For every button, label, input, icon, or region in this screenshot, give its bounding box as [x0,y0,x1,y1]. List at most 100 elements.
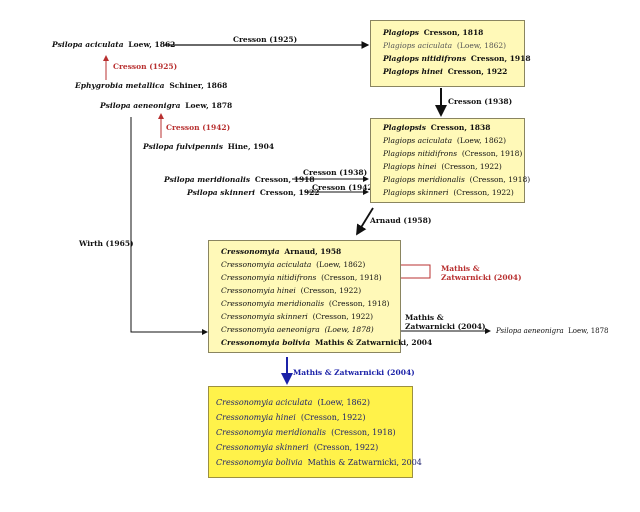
row-author: (Loew, 1862) [317,398,370,407]
label-wirth-1965: Wirth (1965) [79,239,134,248]
taxon-name: Psilopa skinneri [187,188,256,197]
row-name: Plagiops nitidifrons [383,149,458,158]
box-row: Plagiops hinei (Cresson, 1922) [383,162,502,171]
taxon-psilopa-aeneonigra-right: Psilopa aeneonigra Loew, 1878 [496,327,609,335]
row-author: (Cresson, 1918) [461,149,523,158]
row-name: Cressonomyia [221,247,280,256]
box-row: Cressonomyia Arnaud, 1958 [221,247,341,256]
row-name: Plagiops nitidifrons [383,54,467,63]
box-row: Plagiops aciculata (Loew, 1862) [383,136,506,145]
row-name: Plagiops meridionalis [383,175,465,184]
row-author: (Cresson, 1922) [453,188,514,197]
row-name: Cressonomyia skinneri [221,312,308,321]
box-row: Cressonomyia bolivia Mathis & Zatwarnick… [221,338,432,347]
label-cresson-1925: Cresson (1925) [233,35,298,44]
row-author: Cresson, 1922 [447,67,508,76]
box-row: Plagiops nitidifrons (Cresson, 1918) [383,149,522,158]
row-name: Cressonomyia hinei [216,413,296,422]
row-name: Plagiops [383,28,419,37]
taxon-author: Loew, 1878 [568,327,609,335]
taxon-author: Loew, 1878 [185,101,233,110]
taxon-psilopa-skinneri: Psilopa skinneri Cresson, 1922 [187,188,320,197]
box-final-cressonomyia: Cressonomyia aciculata (Loew, 1862) Cres… [208,386,422,478]
box-row: Cressonomyia skinneri (Cresson, 1922) [221,312,373,321]
row-name: Cressonomyia bolivia [216,458,303,467]
row-author: Mathis & Zatwarnicki, 2004 [315,338,433,347]
box-row: Cressonomyia aciculata (Loew, 1862) [221,260,365,269]
row-name: Plagiops aciculata [383,41,453,50]
box-row: Cressonomyia meridionalis (Cresson, 1918… [221,299,389,308]
label-mathis-black-line1: Mathis & [405,313,444,322]
box-row: Cressonomyia hinei (Cresson, 1922) [216,413,365,422]
row-author: (Cresson, 1918) [328,299,390,308]
row-author: (Cresson, 1918) [331,428,396,437]
row-author: (Loew, 1862) [316,260,366,269]
arrow-wirth [130,117,208,335]
taxon-name: Ephygrobia metallica [75,81,165,90]
row-name: Cressonomyia bolivia [221,338,311,347]
row-author: Cresson, 1838 [430,123,491,132]
taxon-name: Psilopa meridionalis [164,175,251,184]
box-row: Cressonomyia bolivia Mathis & Zatwarnick… [216,458,422,467]
label-cresson-1925-red: Cresson (1925) [113,62,178,71]
row-author: (Cresson, 1918) [321,273,382,282]
taxon-author: Loew, 1862 [128,40,176,49]
taxon-name: Psilopa aeneonigra [496,327,564,335]
label-mathis-blue: Mathis & Zatwarnicki (2004) [293,368,415,377]
taxon-author: Hine, 1904 [227,142,275,151]
taxon-name: Psilopa aeneonigra [100,101,181,110]
taxon-psilopa-meridionalis: Psilopa meridionalis Cresson, 1918 [164,175,315,184]
label-cresson-1938: Cresson (1938) [448,97,513,106]
row-author: Cresson, 1918 [470,54,531,63]
row-name: Plagiops skinneri [383,188,449,197]
box-row: Cressonomyia skinneri (Cresson, 1922) [216,443,378,452]
taxon-author: Cresson, 1922 [259,188,320,197]
box-row: Plagiops nitidifrons Cresson, 1918 [383,54,531,63]
row-author: Cresson, 1818 [423,28,484,37]
label-cresson-1938-meridionalis: Cresson (1938) [303,168,368,177]
label-mathis-black-line2: Zatwarnicki (2004) [405,322,486,331]
box-row: Plagiops aciculata (Loew, 1862) [383,41,506,50]
box-row: Cressonomyia aciculata (Loew, 1862) [216,398,370,407]
box-row: Cressonomyia nitidifrons (Cresson, 1918) [221,273,382,282]
label-cresson-1942-red: Cresson (1942) [166,123,231,132]
taxon-name: Psilopa aciculata [52,40,124,49]
box-plagiopsis: Plagiopsis Cresson, 1838 Plagiops acicul… [370,118,530,203]
taxon-author: Cresson, 1918 [254,175,315,184]
row-author: (Loew, 1862) [456,136,507,145]
row-author: Mathis & Zatwarnicki, 2004 [307,458,422,467]
taxon-psilopa-aciculata: Psilopa aciculata Loew, 1862 [52,40,175,49]
label-cresson-1942-skinneri: Cresson (1942) [312,183,377,192]
row-author: (Cresson, 1922) [300,286,362,295]
label-arnaud-1958: Arnaud (1958) [370,216,432,225]
row-author: Arnaud, 1958 [284,247,342,256]
box-row: Plagiopsis Cresson, 1838 [383,123,490,132]
taxon-ephygrobia-metallica: Ephygrobia metallica Schiner, 1868 [75,81,227,90]
box-row: Cressonomyia hinei (Cresson, 1922) [221,286,361,295]
taxon-psilopa-fulvipennis: Psilopa fulvipennis Hine, 1904 [143,142,274,151]
box-row: Plagiops skinneri (Cresson, 1922) [383,188,514,197]
row-author: (Cresson, 1918) [469,175,531,184]
box-plagiops: Plagiops Cresson, 1818 Plagiops aciculat… [370,20,531,87]
row-name: Cressonomyia skinneri [216,443,309,452]
row-author: (Cresson, 1922) [312,312,374,321]
row-name: Plagiops aciculata [383,136,453,145]
row-author: (Loew, 1862) [456,41,507,50]
taxon-name: Psilopa fulvipennis [143,142,224,151]
box-row: Cressonomyia meridionalis (Cresson, 1918… [216,428,396,437]
row-name: Plagiopsis [383,123,426,132]
taxon-psilopa-aeneonigra: Psilopa aeneonigra Loew, 1878 [100,101,232,110]
arrow-arnaud [356,207,374,236]
taxon-author: Schiner, 1868 [169,81,228,90]
row-name: Cressonomyia aciculata [216,398,313,407]
box-cressonomyia: Cressonomyia Arnaud, 1958 Cressonomyia a… [208,240,432,353]
row-author: (Cresson, 1922) [441,162,502,171]
row-name: Cressonomyia aciculata [221,260,312,269]
row-name: Cressonomyia aeneonigra [221,325,320,334]
row-name: Cressonomyia hinei [221,286,296,295]
label-mathis-red-line1: Mathis & [441,264,480,273]
box-row: Plagiops hinei Cresson, 1922 [383,67,507,76]
box-row: Plagiops Cresson, 1818 [383,28,483,37]
